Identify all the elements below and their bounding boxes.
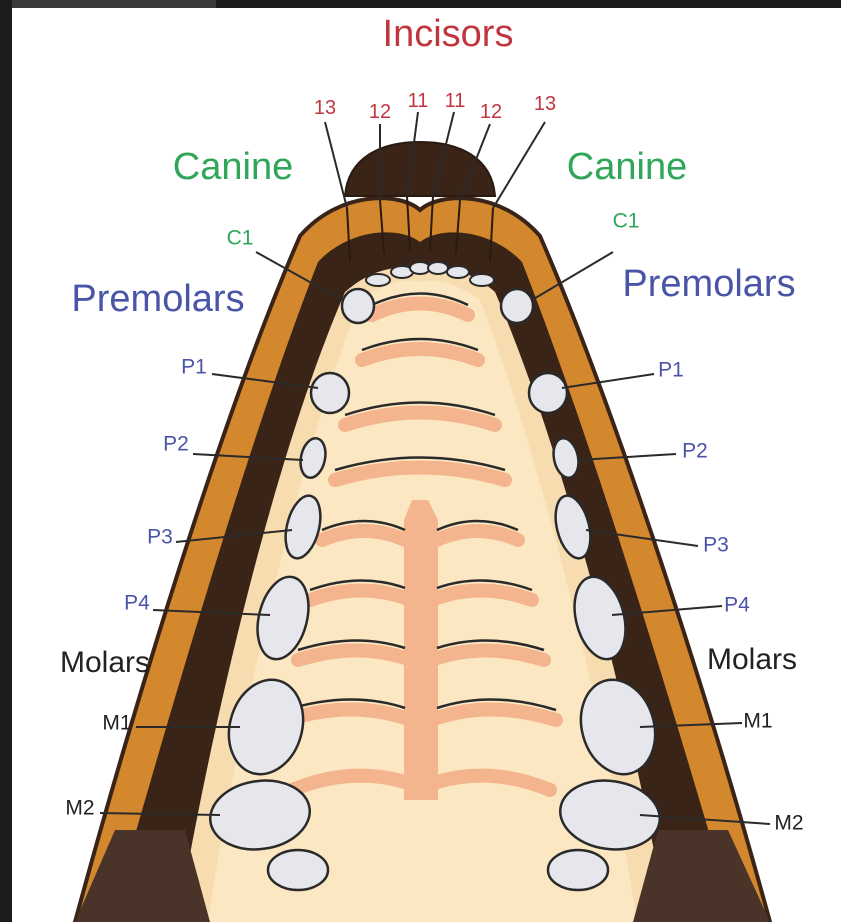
premolars-label-left: Premolars [71, 280, 244, 318]
left-p1-label: P1 [181, 357, 207, 378]
right-c1-label: C1 [613, 211, 640, 232]
left-m1-label: M1 [102, 713, 131, 734]
left-m3-tooth [268, 850, 328, 890]
canine-label-right: Canine [567, 148, 687, 186]
incisor-number-right-12: 12 [480, 102, 502, 122]
incisor-number-left-11: 11 [408, 91, 429, 111]
right-p3-label: P3 [703, 535, 729, 556]
right-m1-label: M1 [743, 711, 772, 732]
incisor-number-left-12: 12 [369, 102, 391, 122]
incisor-number-left-13: 13 [314, 98, 336, 118]
incisor-number-right-11: 11 [445, 91, 466, 111]
incisor-number-right-13: 13 [534, 94, 556, 114]
right-p1-label: P1 [658, 360, 684, 381]
right-p1-tooth [529, 373, 567, 413]
right-m3-tooth [548, 850, 608, 890]
molars-label-left: Molars [60, 648, 150, 678]
left-p2-label: P2 [163, 434, 189, 455]
left-p4-label: P4 [124, 593, 150, 614]
incisors-title: Incisors [383, 15, 514, 53]
right-canine-tooth [501, 289, 533, 323]
right-p2-label: P2 [682, 441, 708, 462]
premolars-label-right: Premolars [622, 265, 795, 303]
left-frame-border [0, 0, 12, 922]
molars-label-right: Molars [707, 645, 797, 675]
left-c1-label: C1 [227, 228, 254, 249]
canine-label-left: Canine [173, 148, 293, 186]
left-m2-label: M2 [65, 798, 94, 819]
left-canine-tooth [342, 289, 374, 323]
right-m2-label: M2 [774, 813, 803, 834]
left-p3-label: P3 [147, 527, 173, 548]
left-p1-tooth [311, 373, 349, 413]
right-p4-label: P4 [724, 595, 750, 616]
top-frame-tab [12, 0, 216, 8]
